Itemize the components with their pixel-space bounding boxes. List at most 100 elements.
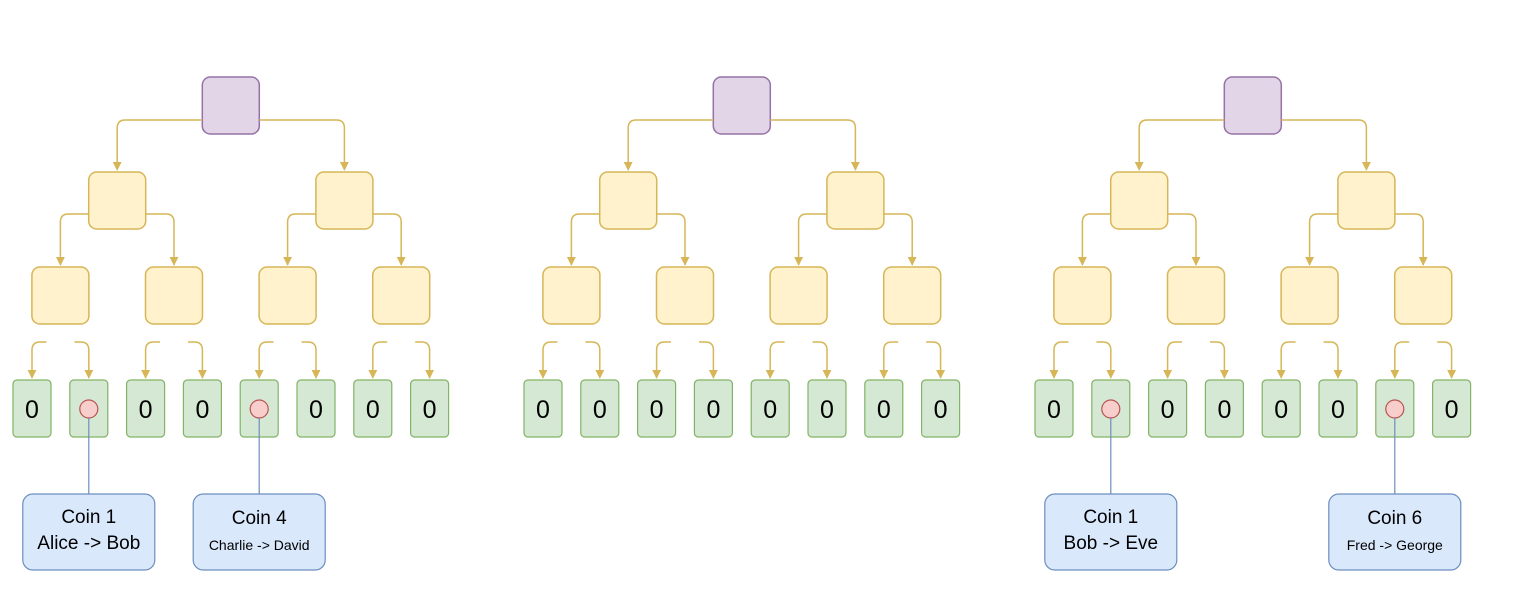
leaf-value: 0 [877, 396, 891, 424]
leaf-value: 0 [195, 396, 209, 424]
leaf-value: 0 [1161, 396, 1175, 424]
edge-level1-to-level2 [566, 213, 600, 266]
leaf-node [182, 379, 222, 438]
leaf-node [807, 379, 847, 438]
coin-label-title: Coin 1 [61, 507, 116, 528]
coin-label-transfer: Bob -> Eve [1064, 533, 1159, 554]
leaf-node [523, 379, 563, 438]
edge-level2-to-leaf [254, 341, 274, 379]
edge-level2-to-leaf [301, 341, 321, 379]
root-node [1223, 76, 1283, 135]
edge-root-to-level1 [112, 119, 203, 171]
leaf-node [1034, 379, 1074, 438]
coin-marker-dot [1101, 399, 1121, 419]
leaf-value: 0 [820, 396, 834, 424]
leaf-node [1204, 379, 1245, 438]
edge-level2-to-leaf [1049, 341, 1069, 379]
hash-node [882, 266, 942, 325]
leaf-node [693, 379, 734, 438]
edge-level2-to-leaf [538, 341, 558, 379]
edge-level2-to-leaf [1437, 341, 1457, 379]
leaf-node [1431, 379, 1472, 438]
hash-node [87, 171, 147, 230]
edge-level1-to-level2 [1077, 213, 1111, 266]
edge-level2-to-leaf [699, 341, 718, 379]
edge-level2-to-leaf [879, 341, 899, 379]
coin-marker-dot [249, 399, 269, 419]
edge-level2-to-leaf [585, 341, 605, 379]
edge-level2-to-leaf [1276, 341, 1296, 379]
edge-level2-to-leaf [415, 341, 435, 379]
leaf-node [920, 379, 961, 438]
edge-root-to-level1 [259, 119, 349, 171]
leaf-node [864, 379, 904, 438]
root-node [712, 76, 772, 135]
leaf-value: 0 [309, 396, 323, 424]
coin-label-transfer: Charlie -> David [209, 537, 310, 553]
leaf-value: 0 [25, 396, 39, 424]
edge-level1-to-level2 [372, 213, 406, 266]
leaf-node [410, 379, 450, 438]
edge-root-to-level1 [623, 119, 714, 171]
leaf-node [1147, 379, 1188, 438]
edge-level1-to-level2 [1394, 213, 1428, 266]
coin-label-transfer: Alice -> Bob [37, 533, 140, 554]
leaf-value: 0 [1217, 396, 1231, 424]
hash-node [769, 266, 828, 325]
hash-node [31, 266, 90, 325]
hash-node [315, 171, 374, 230]
hash-node [1053, 266, 1112, 325]
edge-level2-to-leaf [1163, 341, 1182, 379]
hash-node [655, 266, 715, 325]
leaf-value: 0 [650, 396, 664, 424]
coin-label-title: Coin 6 [1367, 508, 1422, 529]
leaf-value: 0 [1047, 396, 1061, 424]
leaf-node [1318, 379, 1358, 438]
edge-level1-to-level2 [1305, 213, 1338, 266]
coin-marker-dot [79, 399, 99, 419]
edge-level2-to-leaf [812, 341, 832, 379]
leaf-value: 0 [139, 396, 153, 424]
edge-level2-to-leaf [27, 341, 47, 379]
leaf-node [750, 379, 790, 438]
leaf-node [12, 379, 52, 438]
edge-level2-to-leaf [368, 341, 388, 379]
coin-marker-dot [1385, 399, 1405, 419]
coin-label-box [1328, 493, 1462, 571]
leaf-value: 0 [423, 396, 437, 424]
leaf-node [1261, 379, 1301, 438]
edge-level1-to-level2 [794, 213, 827, 266]
leaf-value: 0 [1274, 396, 1288, 424]
leaf-value: 0 [1445, 396, 1459, 424]
hash-node [258, 266, 317, 325]
coin-label-box [192, 493, 326, 571]
edge-level2-to-leaf [1323, 341, 1343, 379]
edge-level2-to-leaf [74, 341, 94, 379]
leaf-value: 0 [593, 396, 607, 424]
edge-level2-to-leaf [926, 341, 946, 379]
leaf-value: 0 [1331, 396, 1345, 424]
hash-node [1337, 171, 1396, 230]
hash-node [826, 171, 885, 230]
leaf-node [353, 379, 393, 438]
coin-label-box [1044, 493, 1178, 571]
edge-level2-to-leaf [141, 341, 160, 379]
edge-level1-to-level2 [656, 213, 690, 266]
hash-node [598, 171, 658, 230]
leaf-value: 0 [366, 396, 380, 424]
edge-level2-to-leaf [188, 341, 207, 379]
edge-level2-to-leaf [1210, 341, 1229, 379]
coin-label-title: Coin 1 [1083, 507, 1138, 528]
root-node [201, 76, 261, 135]
leaf-value: 0 [763, 396, 777, 424]
edge-level1-to-level2 [883, 213, 917, 266]
hash-node [144, 266, 204, 325]
leaf-value: 0 [934, 396, 948, 424]
edge-level2-to-leaf [652, 341, 671, 379]
hash-node [1166, 266, 1226, 325]
hash-node [1393, 266, 1453, 325]
